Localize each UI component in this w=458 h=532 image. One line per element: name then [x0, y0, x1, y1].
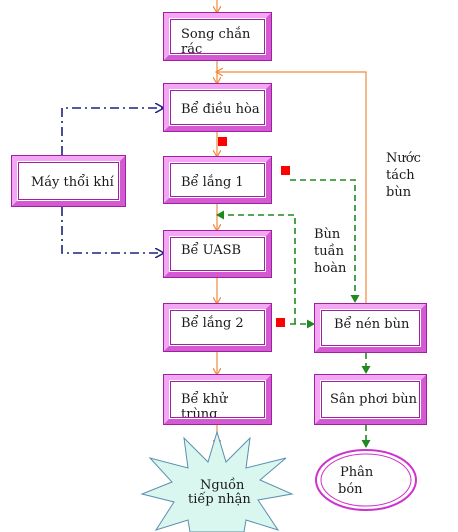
node-label: Song chắn rác [181, 27, 251, 54]
node-inner: Song chắn rác [170, 19, 265, 54]
node-label: Máy thổi khí [31, 175, 114, 190]
phan-bon-line-2: bón [338, 482, 363, 497]
node-be-lang-2: Bể lắng 2 [163, 303, 272, 352]
arrow-air-to-dieu-hoa [61, 108, 163, 155]
node-frame [315, 375, 426, 424]
node-song-chan-rac: Song chắn rác [163, 12, 272, 61]
label-bun-tuan-hoan-3: hoàn [314, 261, 347, 276]
node-inner: Bể lắng 2 [170, 310, 265, 345]
node-frame [164, 375, 271, 424]
arrow-nuoc-tach-bun-return [217, 72, 367, 303]
nguon-tiep-nhan-line-2: tiếp nhận [188, 492, 251, 507]
phan-bon-ellipse-inner [320, 453, 412, 507]
label-nuoc-tach-bun-2: tách [386, 168, 415, 183]
node-frame [12, 156, 125, 206]
node-inner: Bể nén bùn [321, 310, 420, 346]
phan-bon-line-1: Phân [340, 465, 374, 480]
node-inner: Sân phơi bùn [321, 381, 420, 418]
node-frame [164, 304, 271, 351]
arrow-air-to-uasb [61, 207, 163, 253]
marker-sludge-lang-2 [276, 318, 285, 327]
node-frame [164, 231, 271, 277]
node-be-khu-trung: Bể khử trùng [163, 374, 272, 425]
label-nuoc-tach-bun-3: bùn [386, 185, 412, 200]
node-label: Sân phơi bùn [330, 392, 418, 407]
node-inner: Bể lắng 1 [170, 163, 265, 197]
arrow-lang1-to-nen-bun [290, 179, 360, 303]
node-label: Bể nén bùn [334, 317, 410, 332]
node-san-phoi-bun: Sân phơi bùn [314, 374, 427, 425]
arrow-bun-tuan-hoan [216, 210, 296, 324]
node-be-nen-bun: Bể nén bùn [314, 303, 427, 353]
node-be-uasb: Bể UASB [163, 230, 272, 278]
node-label: Bể điều hòa [181, 102, 260, 117]
node-may-thoi-khi: Máy thổi khí [11, 155, 126, 207]
node-inner: Bể điều hòa [170, 90, 265, 125]
node-label: Bể UASB [181, 243, 242, 258]
node-be-lang-1: Bể lắng 1 [163, 156, 272, 204]
label-bun-tuan-hoan-1: Bùn [314, 227, 341, 242]
air-flow [61, 108, 163, 253]
node-frame [315, 304, 426, 352]
node-be-dieu-hoa: Bể điều hòa [163, 83, 272, 132]
marker-lang-1 [218, 137, 227, 146]
sludge-flow [216, 179, 371, 448]
nguon-tiep-nhan-line-1: Nguồn [200, 478, 245, 493]
label-nuoc-tach-bun-1: Nước [386, 151, 421, 166]
marker-sludge-lang-1 [281, 166, 290, 175]
node-inner: Máy thổi khí [18, 162, 119, 200]
node-frame [164, 157, 271, 203]
node-label: Bể lắng 1 [181, 175, 244, 190]
node-label: Bể lắng 2 [181, 316, 244, 331]
node-inner: Bể khử trùng [170, 381, 265, 418]
node-frame [164, 13, 271, 60]
label-bun-tuan-hoan-2: tuần [314, 244, 344, 259]
node-label: Bể khử trùng [181, 392, 228, 418]
nguon-tiep-nhan-burst [140, 430, 294, 532]
main-flow [217, 0, 367, 446]
node-frame [164, 84, 271, 131]
node-inner: Bể UASB [170, 237, 265, 271]
